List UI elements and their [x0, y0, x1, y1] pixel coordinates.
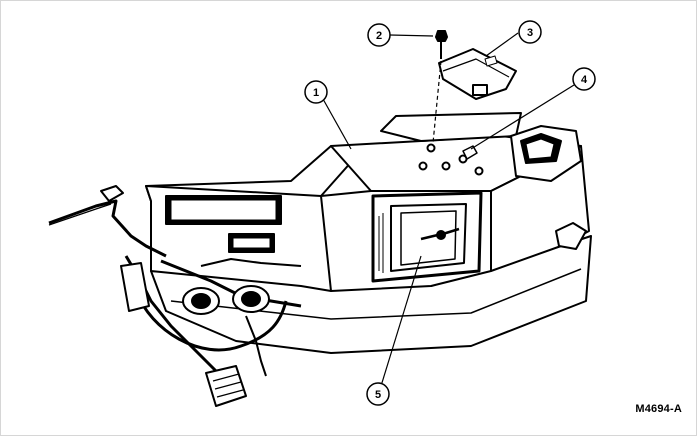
mount-hole-5: [418, 161, 428, 171]
drain-fitting: [555, 222, 587, 250]
heater-case-port-inner: [232, 237, 271, 249]
blower-bracket-inner: [525, 138, 555, 160]
left-bracket: [120, 262, 150, 312]
harness-line-5: [245, 315, 267, 377]
leader-line-4: [470, 84, 575, 150]
callout-circle-5: [366, 382, 390, 406]
mount-hole-2: [441, 161, 451, 171]
actuator-face: [442, 58, 510, 78]
callout-circle-1: [304, 80, 328, 104]
actuator-tab: [484, 55, 498, 67]
vacuum-line-1: [48, 199, 167, 258]
harness-line-4: [200, 258, 302, 267]
harness-loop: [134, 290, 288, 352]
callout-5: 5: [375, 389, 381, 401]
callout-circle-4: [572, 67, 596, 91]
callout-circle-3: [518, 20, 542, 44]
door-lever: [420, 227, 460, 241]
mount-hole-4: [474, 166, 484, 176]
callout-1: 1: [313, 87, 319, 99]
retaining-clip: [462, 145, 478, 160]
callout-3: 3: [527, 27, 533, 39]
leader-line-1: [322, 98, 352, 150]
callout-4: 4: [581, 74, 588, 86]
vacuum-motor-1-cap: [191, 293, 211, 309]
callout-2: 2: [376, 30, 382, 42]
screw: [435, 30, 448, 42]
window-shading: [378, 213, 384, 273]
door-pivot: [436, 230, 446, 240]
leader-line-5: [380, 255, 422, 387]
mount-hole-1: [426, 143, 436, 153]
figure-id-label: M4694-A: [635, 403, 682, 415]
top-rib-base: [380, 112, 522, 142]
vacuum-motor-2-cap: [241, 291, 261, 307]
callout-circle-2: [367, 23, 391, 47]
leader-line-3: [485, 32, 519, 57]
vacuum-line-1b: [48, 203, 112, 226]
vacuum-fitting: [100, 185, 124, 202]
heater-case-window-inner: [170, 199, 277, 221]
leader-line-2: [389, 34, 434, 37]
actuator-connector: [472, 84, 488, 96]
connector-pins: [212, 373, 244, 398]
